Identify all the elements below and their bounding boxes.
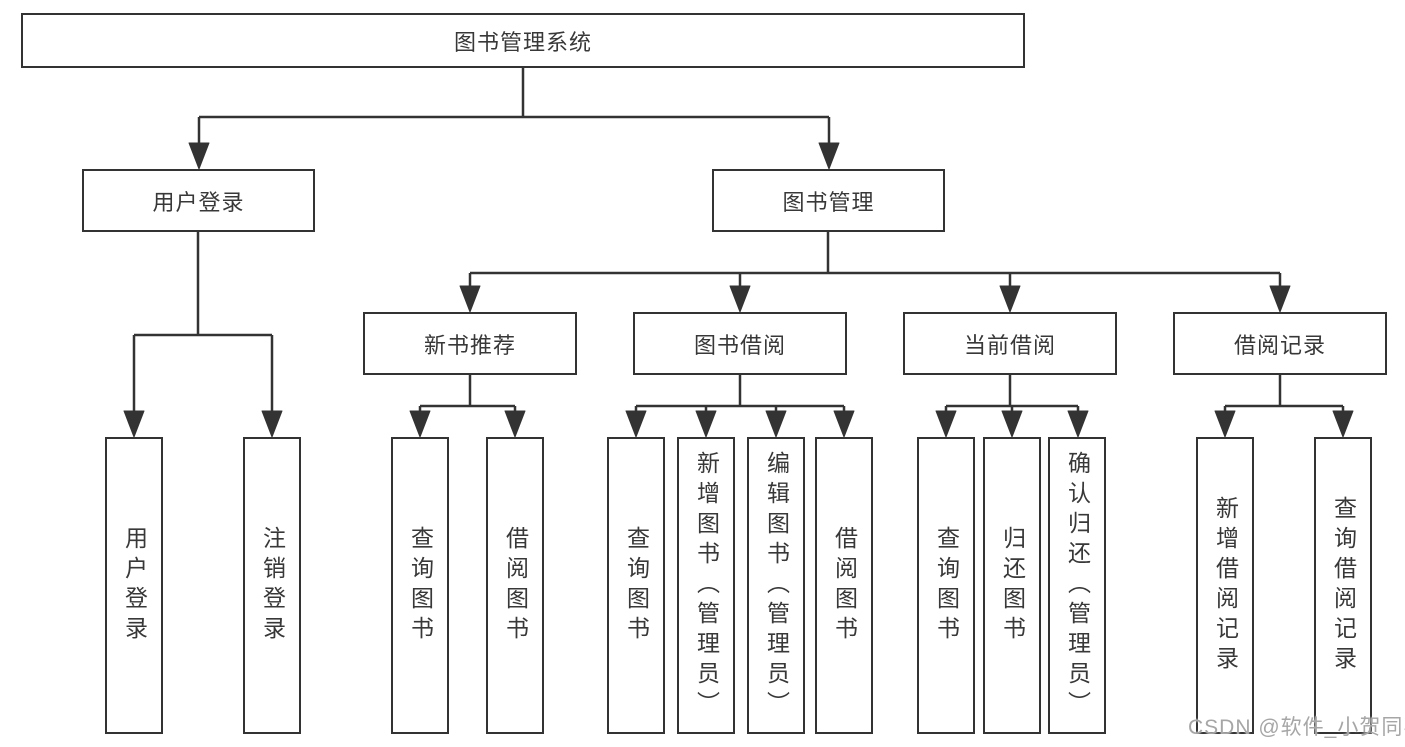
node-user-login: 用户登录 [82, 169, 315, 232]
node-label: 用户登录 [152, 189, 245, 215]
leaf-label: 查询图书 [623, 525, 650, 646]
leaf-borrow-books-borrowing: 借阅图书 [815, 437, 873, 734]
leaf-confirm-return-admin: 确认归还（管理员） [1048, 437, 1106, 734]
leaf-label: 确认归还（管理员） [1064, 450, 1091, 721]
leaf-label: 新增图书（管理员） [693, 450, 720, 721]
leaf-label: 注销登录 [259, 525, 286, 646]
node-new-book-recommendation: 新书推荐 [363, 312, 577, 375]
node-label: 图书管理系统 [453, 29, 592, 55]
leaf-query-books-borrowing: 查询图书 [607, 437, 665, 734]
leaf-query-books-current: 查询图书 [917, 437, 975, 734]
leaf-label: 借阅图书 [502, 525, 529, 646]
node-borrowing-records: 借阅记录 [1173, 312, 1387, 375]
leaf-label: 归还图书 [999, 525, 1026, 646]
node-label: 图书借阅 [693, 332, 786, 358]
leaf-query-books-recommend: 查询图书 [391, 437, 449, 734]
node-label: 新书推荐 [423, 332, 516, 358]
node-label: 当前借阅 [963, 332, 1056, 358]
node-book-borrowing: 图书借阅 [633, 312, 847, 375]
leaf-label: 查询图书 [933, 525, 960, 646]
leaf-label: 查询借阅记录 [1330, 495, 1357, 676]
leaf-label: 编辑图书（管理员） [763, 450, 790, 721]
csdn-watermark: CSDN @软件_小贺同学 [1188, 716, 1405, 739]
leaf-edit-books-admin: 编辑图书（管理员） [747, 437, 805, 734]
node-book-management: 图书管理 [712, 169, 945, 232]
leaf-label: 查询图书 [407, 525, 434, 646]
leaf-logout: 注销登录 [243, 437, 301, 734]
leaf-add-borrow-record: 新增借阅记录 [1196, 437, 1254, 734]
leaf-borrow-books-recommend: 借阅图书 [486, 437, 544, 734]
node-library-system-root: 图书管理系统 [21, 13, 1025, 68]
node-label: 借阅记录 [1233, 332, 1326, 358]
node-current-borrowing: 当前借阅 [903, 312, 1117, 375]
leaf-label: 借阅图书 [831, 525, 858, 646]
node-label: 图书管理 [782, 189, 875, 215]
leaf-user-login: 用户登录 [105, 437, 163, 734]
leaf-add-books-admin: 新增图书（管理员） [677, 437, 735, 734]
leaf-query-borrow-record: 查询借阅记录 [1314, 437, 1372, 734]
leaf-label: 新增借阅记录 [1212, 495, 1239, 676]
leaf-label: 用户登录 [121, 525, 148, 646]
leaf-return-books: 归还图书 [983, 437, 1041, 734]
